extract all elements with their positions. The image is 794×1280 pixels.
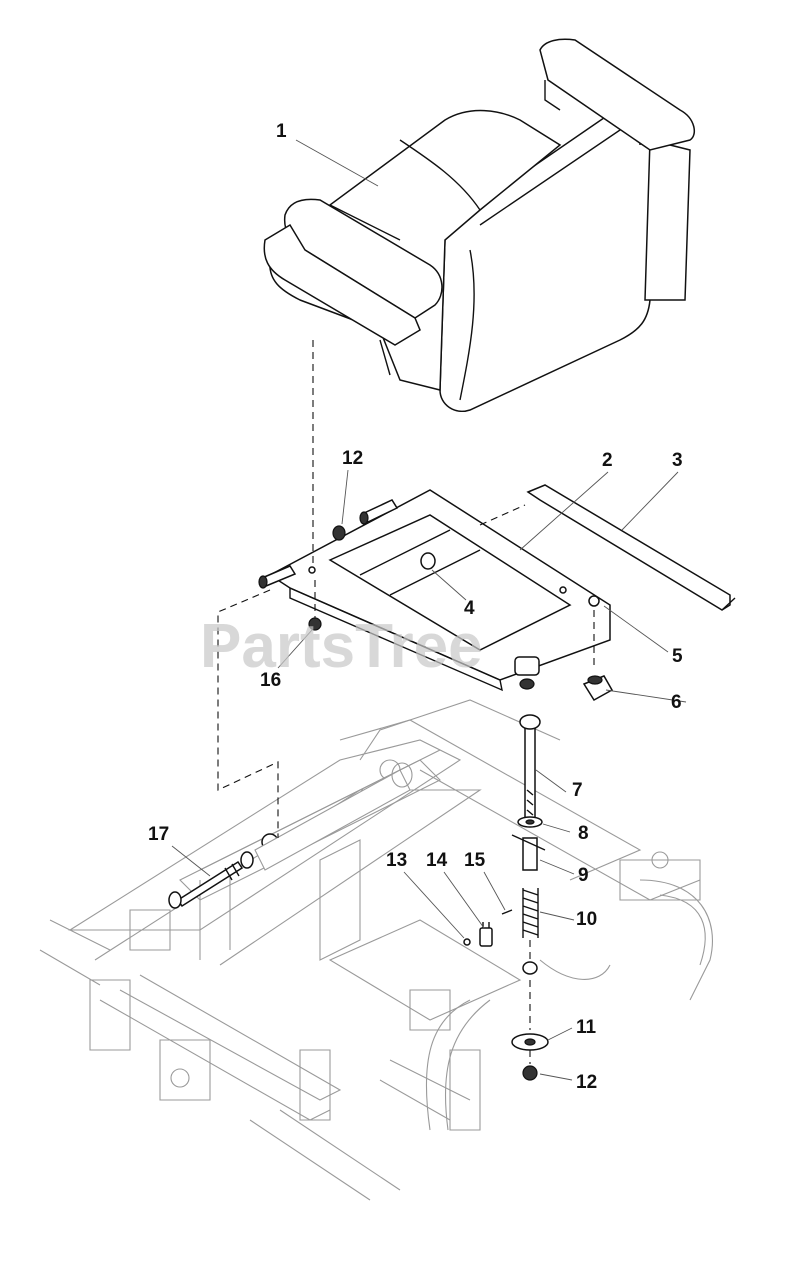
seat-pan (258, 489, 611, 692)
seat-adjust-rod (526, 484, 736, 611)
callout-6: 6 (671, 692, 682, 713)
hardware (168, 525, 614, 1081)
callout-3: 3 (672, 450, 683, 471)
chassis-frame (39, 699, 713, 1201)
callout-15: 15 (464, 850, 486, 871)
leader-lines (171, 139, 687, 1081)
callout-11: 11 (576, 1017, 597, 1038)
seat (263, 38, 696, 412)
callout-12-bottom: 12 (576, 1072, 597, 1093)
callout-4: 4 (464, 598, 475, 619)
callout-8: 8 (578, 823, 589, 844)
callout-14: 14 (426, 850, 448, 871)
watermark: PartsTree (200, 612, 483, 681)
callout-10: 10 (576, 909, 597, 930)
callout-16: 16 (260, 670, 281, 691)
callouts: 1 2 3 12 4 5 6 16 7 8 9 10 11 12 13 14 1… (148, 121, 683, 1093)
callout-17: 17 (148, 824, 169, 845)
callout-13: 13 (386, 850, 407, 871)
callout-7: 7 (572, 780, 583, 801)
callout-2: 2 (602, 450, 613, 471)
callout-9: 9 (578, 865, 589, 886)
callout-12-top: 12 (342, 448, 363, 469)
callout-1: 1 (276, 121, 287, 142)
assembly-lines (217, 340, 595, 1064)
callout-5: 5 (672, 646, 683, 667)
